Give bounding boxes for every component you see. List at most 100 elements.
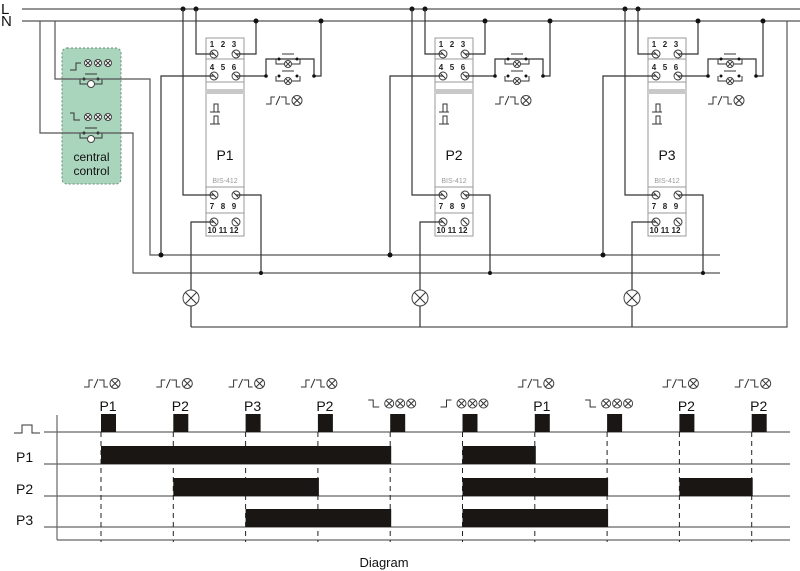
event-label-step-10: P2 — [750, 398, 767, 414]
local-buttons-p2[interactable] — [465, 18, 553, 85]
central-control-label-line2: control — [73, 164, 109, 178]
terminal-3: 3 — [232, 40, 237, 49]
terminal-2: 2 — [221, 40, 226, 49]
lamp-icon — [181, 378, 193, 389]
lamp-icon — [406, 398, 417, 409]
button-lamp-icon — [726, 60, 734, 68]
terminal-9: 9 — [232, 202, 237, 211]
pulse-row-icon — [14, 424, 40, 434]
terminal-8: 8 — [221, 202, 226, 211]
event-all-off-icon — [368, 398, 417, 409]
terminal-2: 2 — [450, 40, 455, 49]
diagram-caption: Diagram — [359, 555, 408, 570]
event-toggle-icon — [662, 378, 699, 389]
local-buttons-p3[interactable] — [678, 18, 766, 85]
pulse-bar-step-9 — [679, 414, 695, 432]
lamp-return-wire — [191, 21, 788, 328]
lamp-icon — [109, 378, 121, 389]
terminal-7: 7 — [439, 202, 444, 211]
central-control-panel: central control — [61, 47, 122, 185]
central-off-wire — [39, 21, 720, 274]
lamp-icon — [612, 398, 623, 409]
button-lamp-icon — [284, 77, 292, 85]
pulse-bar-step-2 — [173, 414, 189, 432]
relay-name: P1 — [216, 147, 233, 163]
event-toggle-icon — [517, 378, 555, 389]
lamp-icon — [520, 95, 532, 106]
terminal-1: 1 — [652, 40, 657, 49]
terminal-3: 3 — [674, 40, 679, 49]
event-label-step-7: P1 — [533, 398, 550, 414]
terminal-7: 7 — [652, 202, 657, 211]
button-lamp-icon — [513, 77, 521, 85]
terminal-3: 3 — [461, 40, 466, 49]
row-label-p1: P1 — [16, 449, 33, 465]
pulse-bar-step-6 — [462, 414, 478, 432]
terminal-2: 2 — [663, 40, 668, 49]
relay-name: P2 — [445, 147, 462, 163]
terminal-5: 5 — [663, 63, 668, 72]
event-toggle-icon — [84, 378, 121, 389]
state-bar-p3-1 — [245, 509, 392, 527]
terminal-6: 6 — [674, 63, 679, 72]
terminal-4: 4 — [210, 63, 215, 72]
pulse-bar-step-8 — [607, 414, 623, 432]
button-lamp-icon — [284, 60, 292, 68]
lamp-icon — [291, 95, 303, 106]
terminal-10: 10 — [650, 226, 659, 235]
lamp-icon — [384, 398, 395, 409]
terminal-1: 1 — [439, 40, 444, 49]
terminal-5: 5 — [450, 63, 455, 72]
terminal-8: 8 — [663, 202, 668, 211]
toggle-symbol — [495, 95, 532, 106]
central-on-wire — [54, 21, 720, 256]
pulse-bar-step-10 — [751, 414, 767, 432]
terminal-10: 10 — [437, 226, 446, 235]
lamp-icon — [467, 398, 478, 409]
event-all-on-icon — [440, 398, 489, 409]
pulse-bar-step-4 — [317, 414, 333, 432]
terminal-11: 11 — [219, 226, 228, 235]
state-bar-p2-2 — [462, 478, 609, 496]
lamp-icon — [623, 398, 634, 409]
line-rail-label: L — [1, 1, 9, 18]
event-toggle-icon — [734, 378, 772, 389]
all-on-symbol — [70, 59, 112, 71]
lamp-icon — [733, 95, 745, 106]
pulse-bar-step-1 — [101, 414, 116, 432]
toggle-symbol — [266, 95, 303, 106]
button-lamp-icon — [726, 77, 734, 85]
terminal-12: 12 — [459, 226, 468, 235]
event-label-step-1: P1 — [99, 398, 116, 414]
event-toggle-icon — [156, 378, 193, 389]
lamp-icon — [478, 398, 489, 409]
state-bar-p3-2 — [462, 509, 609, 527]
lamp-icon — [760, 378, 772, 389]
central-control-label-line1: central — [73, 150, 109, 164]
pulse-bar-step-5 — [390, 414, 406, 432]
relay-name: P3 — [658, 147, 675, 163]
lamp-icon — [254, 378, 266, 389]
relay-model: BIS-412 — [654, 178, 679, 185]
relay-model: BIS-412 — [441, 178, 466, 185]
state-bar-p2-1 — [173, 478, 319, 496]
event-label-step-4: P2 — [316, 398, 333, 414]
event-label-step-3: P3 — [244, 398, 261, 414]
terminal-4: 4 — [439, 63, 444, 72]
local-buttons-p1[interactable] — [236, 18, 324, 85]
lamp-icon — [395, 398, 406, 409]
event-toggle-icon — [300, 378, 338, 389]
lamp-icon — [601, 398, 612, 409]
relay-model: BIS-412 — [212, 178, 237, 185]
terminal-7: 7 — [210, 202, 215, 211]
event-toggle-icon — [228, 378, 266, 389]
terminal-12: 12 — [672, 226, 681, 235]
terminal-11: 11 — [661, 226, 670, 235]
state-bar-p2-3 — [679, 478, 753, 496]
state-bar-p1-2 — [462, 446, 536, 464]
event-all-off-icon — [585, 398, 634, 409]
